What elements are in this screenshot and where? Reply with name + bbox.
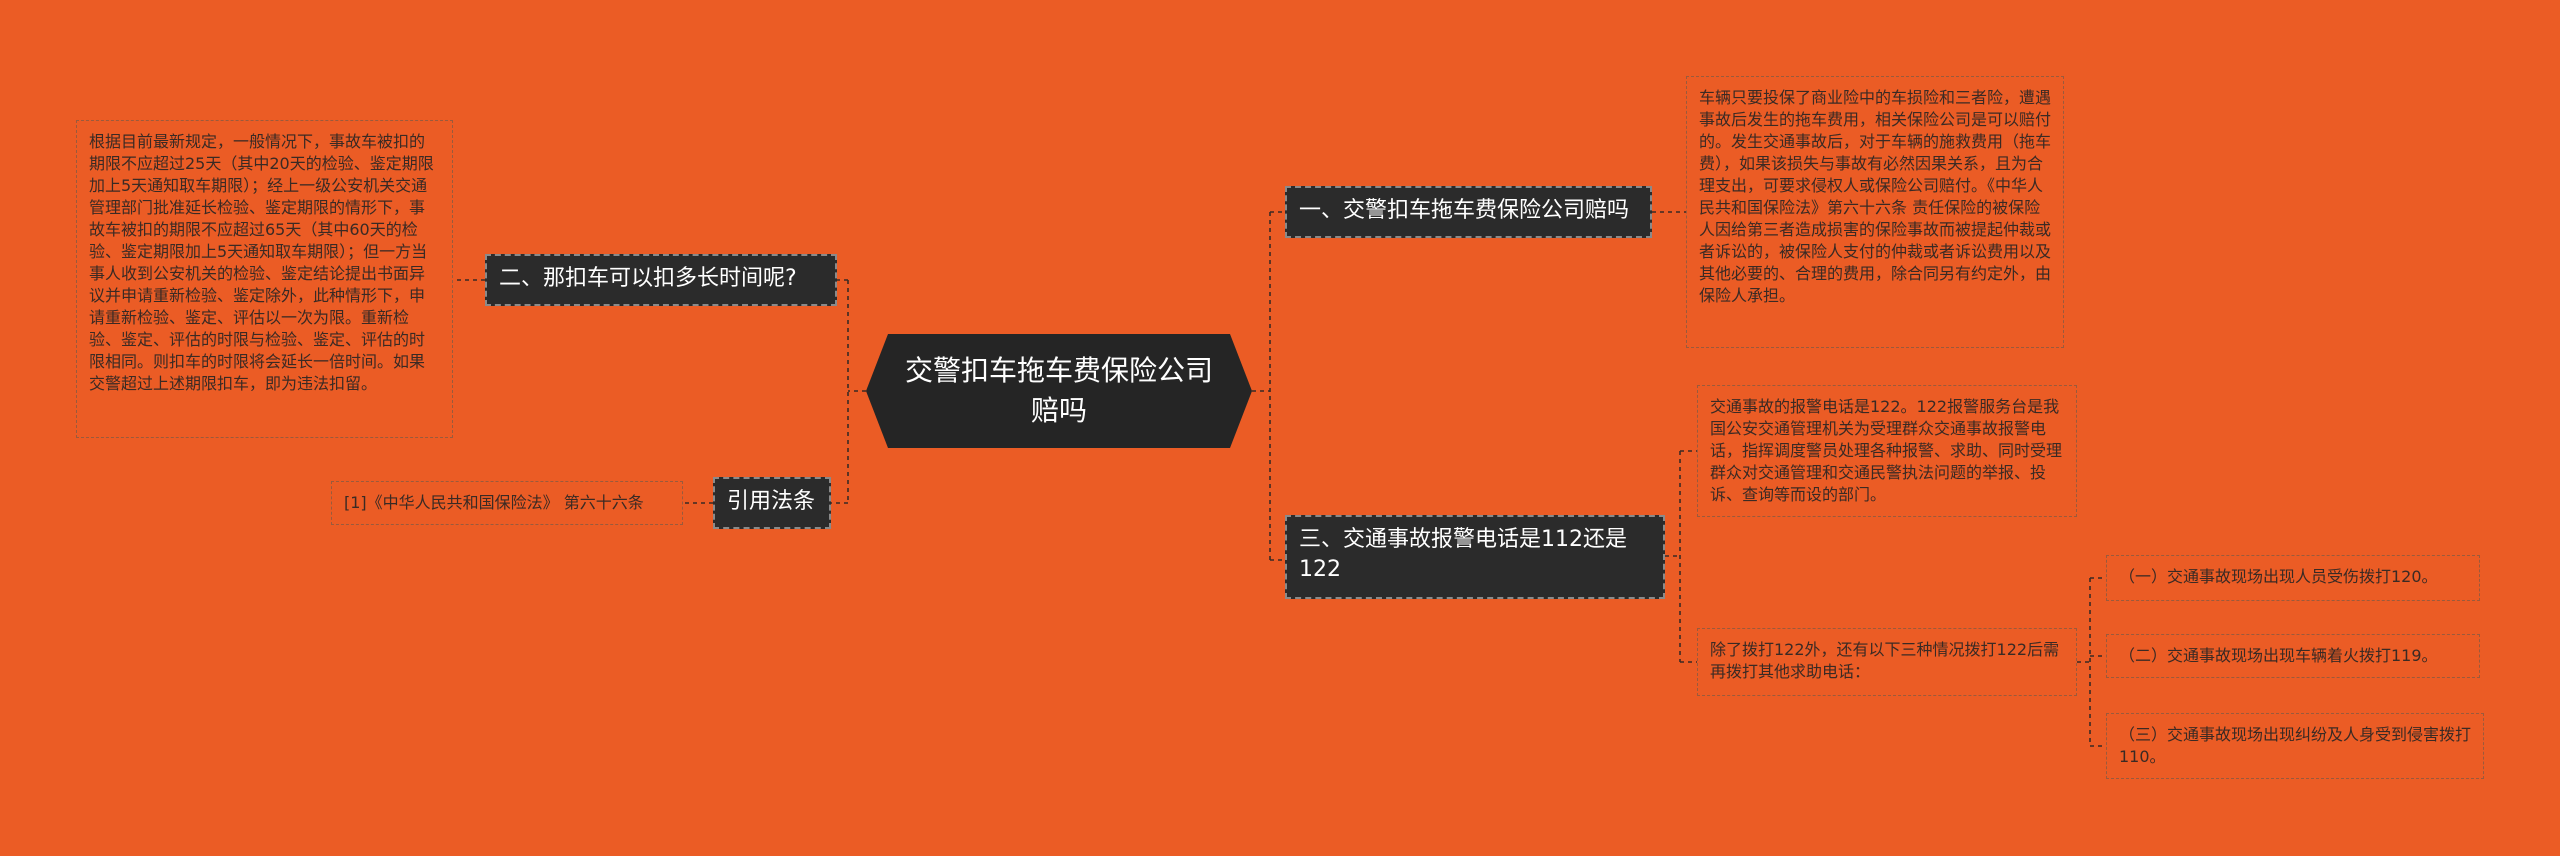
branch-label: 一、交警扣车拖车费保险公司赔吗 xyxy=(1299,198,1630,223)
leaf-call-119: （二）交通事故现场出现车辆着火拨打119。 xyxy=(2106,634,2480,678)
root-topic-label: 交警扣车拖车费保险公司赔吗 xyxy=(904,354,1213,427)
leaf-call-120: （一）交通事故现场出现人员受伤拨打120。 xyxy=(2106,555,2480,601)
branch-label: 引用法条 xyxy=(727,489,816,514)
branch-label: 二、那扣车可以扣多长时间呢? xyxy=(499,266,797,291)
leaf-text: （三）交通事故现场出现纠纷及人身受到侵害拨打110。 xyxy=(2119,725,2472,766)
branch-emergency-number[interactable]: 三、交通事故报警电话是112还是122 xyxy=(1285,515,1665,599)
leaf-text: 交通事故的报警电话是122。122报警服务台是我国公安交通管理机关为受理群众交通… xyxy=(1710,397,2063,504)
branch-cited-law[interactable]: 引用法条 xyxy=(713,477,831,529)
leaf-122-description: 交通事故的报警电话是122。122报警服务台是我国公安交通管理机关为受理群众交通… xyxy=(1697,385,2077,517)
leaf-other-numbers-intro: 除了拨打122外，还有以下三种情况拨打122后需再拨打其他求助电话： xyxy=(1697,628,2077,696)
leaf-impound-rules: 根据目前最新规定，一般情况下，事故车被扣的期限不应超过25天（其中20天的检验、… xyxy=(76,120,453,438)
leaf-call-110: （三）交通事故现场出现纠纷及人身受到侵害拨打110。 xyxy=(2106,713,2484,779)
leaf-text: [1]《中华人民共和国保险法》 第六十六条 xyxy=(344,493,644,512)
leaf-law-citation: [1]《中华人民共和国保险法》 第六十六条 xyxy=(331,481,683,525)
root-topic[interactable]: 交警扣车拖车费保险公司赔吗 xyxy=(866,334,1252,448)
leaf-text: （一）交通事故现场出现人员受伤拨打120。 xyxy=(2119,567,2438,586)
branch-impound-duration[interactable]: 二、那扣车可以扣多长时间呢? xyxy=(485,254,837,306)
leaf-text: 根据目前最新规定，一般情况下，事故车被扣的期限不应超过25天（其中20天的检验、… xyxy=(89,132,434,393)
leaf-text: 车辆只要投保了商业险中的车损险和三者险，遭遇事故后发生的拖车费用，相关保险公司是… xyxy=(1699,88,2052,305)
branch-insurance-towing-fee[interactable]: 一、交警扣车拖车费保险公司赔吗 xyxy=(1285,186,1652,238)
leaf-text: （二）交通事故现场出现车辆着火拨打119。 xyxy=(2119,646,2438,665)
leaf-insurance-explanation: 车辆只要投保了商业险中的车损险和三者险，遭遇事故后发生的拖车费用，相关保险公司是… xyxy=(1686,76,2064,348)
leaf-text: 除了拨打122外，还有以下三种情况拨打122后需再拨打其他求助电话： xyxy=(1710,640,2060,681)
branch-label: 三、交通事故报警电话是112还是122 xyxy=(1299,527,1627,582)
